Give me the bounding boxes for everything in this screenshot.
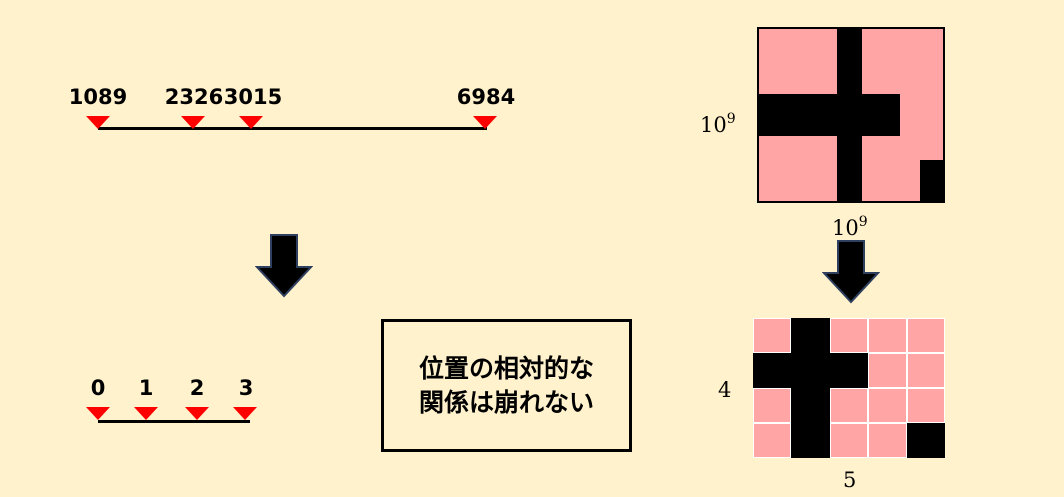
bottom-value-2: 1 (138, 376, 154, 400)
large-coordinate-grid (757, 27, 945, 203)
grid-cell (791, 353, 830, 388)
bottom-number-line-axis (98, 420, 250, 423)
bottom-marker-4 (233, 407, 257, 420)
grid-cell (906, 388, 945, 423)
top-value-4: 6984 (456, 85, 516, 109)
grid-cell (829, 318, 869, 353)
top-marker-3 (239, 116, 263, 129)
top-number-line-axis (98, 127, 487, 130)
small-grid-cols-label: 5 (843, 468, 857, 492)
big-grid-cols-label-exp: 9 (858, 214, 868, 230)
top-value-1: 1089 (68, 85, 128, 109)
note-line-1: 位置の相対的な (418, 353, 594, 383)
grid-cell (906, 318, 945, 353)
bottom-value-3: 2 (189, 376, 205, 400)
grid-cell (868, 353, 907, 388)
big-grid-corner-block (920, 160, 943, 201)
grid-cell (753, 423, 792, 458)
top-value-2: 2326 (164, 85, 224, 109)
big-grid-rows-label-exp: 9 (726, 111, 736, 127)
top-marker-1 (86, 116, 110, 129)
bottom-marker-3 (185, 407, 209, 420)
grid-cell (791, 388, 830, 423)
grid-cell (906, 353, 945, 388)
small-grid-rows-label: 4 (718, 378, 732, 402)
bottom-value-1: 0 (90, 376, 106, 400)
grid-cell (791, 423, 830, 458)
big-grid-horizontal-bar (759, 94, 900, 136)
note-line-2: 関係は崩れない (418, 387, 594, 417)
big-grid-rows-label-base: 10 (700, 113, 727, 137)
big-grid-cols-label-base: 10 (832, 216, 859, 240)
grid-cell (753, 353, 792, 388)
grid-cell (791, 318, 830, 353)
compressed-grid (753, 318, 945, 458)
top-marker-2 (181, 116, 205, 129)
top-value-3: 3015 (223, 85, 283, 109)
grid-cell (906, 423, 945, 458)
top-marker-4 (473, 116, 497, 129)
bottom-value-4: 3 (238, 376, 254, 400)
grid-cell (753, 318, 792, 353)
down-arrow-right-icon (822, 240, 880, 304)
grid-cell (829, 388, 869, 423)
bottom-marker-1 (86, 407, 110, 420)
down-arrow-left-icon (255, 234, 313, 298)
grid-cell (829, 353, 869, 388)
big-grid-rows-label: 109 (700, 112, 736, 136)
grid-cell (868, 423, 907, 458)
grid-cell (829, 423, 869, 458)
grid-cell (753, 388, 792, 423)
note-box: 位置の相対的な 関係は崩れない (381, 319, 632, 452)
grid-cell (868, 388, 907, 423)
big-grid-cols-label: 109 (832, 215, 868, 239)
grid-cell (868, 318, 907, 353)
bottom-marker-2 (134, 407, 158, 420)
